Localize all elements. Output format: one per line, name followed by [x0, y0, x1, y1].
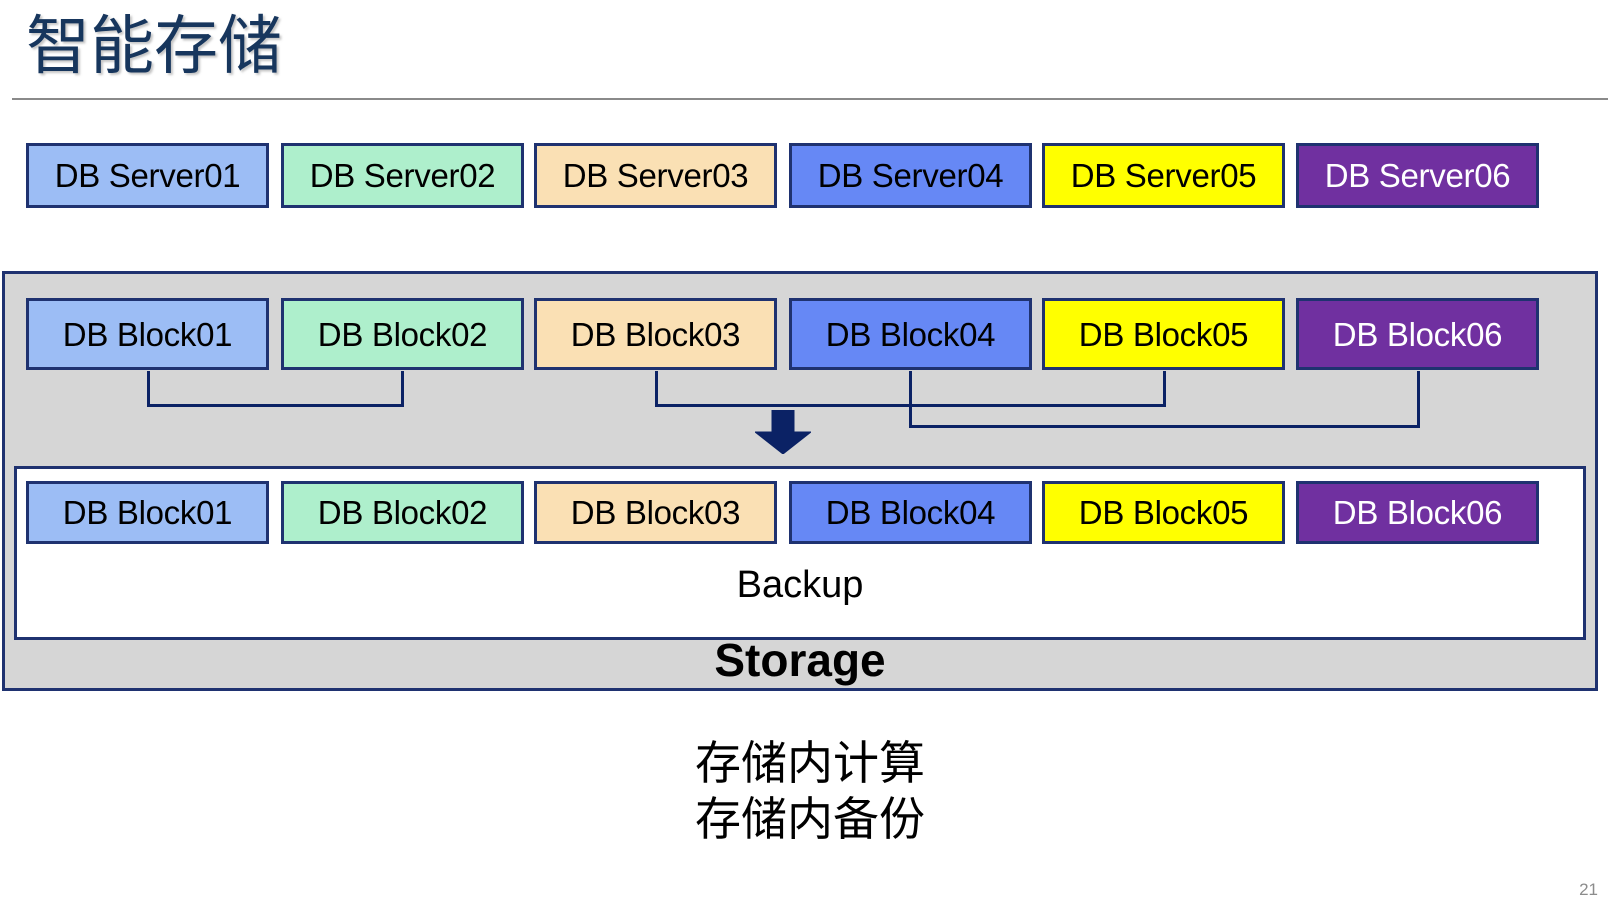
db-block-box-5[interactable]: DB Block05: [1042, 298, 1285, 370]
db-backup-block-box-6[interactable]: DB Block06: [1296, 481, 1539, 544]
db-block-box-6[interactable]: DB Block06: [1296, 298, 1539, 370]
slide-caption: 存储内计算存储内备份: [0, 735, 1620, 847]
db-backup-block-box-label: DB Block06: [1332, 494, 1503, 531]
db-block-box-label: DB Block04: [825, 315, 996, 353]
db-backup-block-box-label: DB Block02: [317, 494, 488, 531]
db-backup-block-box-label: DB Block04: [825, 494, 996, 531]
db-server-box-label: DB Server01: [54, 157, 241, 194]
db-block-box-label: DB Block01: [62, 315, 233, 353]
backup-label: Backup: [736, 564, 864, 606]
page-title: 智能存储: [26, 10, 282, 82]
db-server-box-label: DB Server05: [1070, 157, 1257, 194]
db-backup-block-box-5[interactable]: DB Block05: [1042, 481, 1285, 544]
db-block-box-2[interactable]: DB Block02: [281, 298, 524, 370]
storage-label: Storage: [714, 634, 886, 686]
bracket-block04-block06-drop-1: [909, 371, 912, 428]
bracket-block03-block05-drop-1: [655, 371, 658, 407]
page-number: 21: [1579, 880, 1598, 899]
db-backup-block-box-3[interactable]: DB Block03: [534, 481, 777, 544]
db-server-box-label: DB Server04: [817, 157, 1004, 194]
bracket-block01-block02-bus: [147, 404, 404, 407]
caption-line-2: 存储内备份: [695, 793, 925, 845]
bracket-block03-block05-drop-3: [1163, 371, 1166, 407]
db-server-box-3[interactable]: DB Server03: [534, 143, 777, 208]
db-server-box-5[interactable]: DB Server05: [1042, 143, 1285, 208]
db-block-box-label: DB Block03: [570, 315, 741, 353]
db-server-box-label: DB Server03: [562, 157, 749, 194]
db-backup-block-box-label: DB Block01: [62, 494, 233, 531]
db-server-box-1[interactable]: DB Server01: [26, 143, 269, 208]
db-backup-block-box-label: DB Block03: [570, 494, 741, 531]
db-block-box-3[interactable]: DB Block03: [534, 298, 777, 370]
db-server-box-label: DB Server06: [1324, 157, 1511, 194]
down-arrow-icon: [753, 409, 813, 455]
db-backup-block-box-2[interactable]: DB Block02: [281, 481, 524, 544]
db-server-box-4[interactable]: DB Server04: [789, 143, 1032, 208]
db-backup-block-box-4[interactable]: DB Block04: [789, 481, 1032, 544]
bracket-block04-block06-drop-2: [1417, 371, 1420, 428]
db-block-box-label: DB Block06: [1332, 315, 1503, 353]
db-server-box-6[interactable]: DB Server06: [1296, 143, 1539, 208]
bracket-block01-block02-drop-2: [401, 371, 404, 407]
title-divider: [12, 98, 1608, 100]
caption-line-1: 存储内计算: [695, 737, 925, 789]
bracket-block01-block02-drop-1: [147, 371, 150, 407]
bracket-block04-block06-bus: [909, 425, 1420, 428]
db-block-box-label: DB Block05: [1078, 315, 1249, 353]
db-server-box-2[interactable]: DB Server02: [281, 143, 524, 208]
db-server-box-label: DB Server02: [309, 157, 496, 194]
db-block-box-label: DB Block02: [317, 315, 488, 353]
db-block-box-4[interactable]: DB Block04: [789, 298, 1032, 370]
db-backup-block-box-1[interactable]: DB Block01: [26, 481, 269, 544]
db-backup-block-box-label: DB Block05: [1078, 494, 1249, 531]
db-block-box-1[interactable]: DB Block01: [26, 298, 269, 370]
